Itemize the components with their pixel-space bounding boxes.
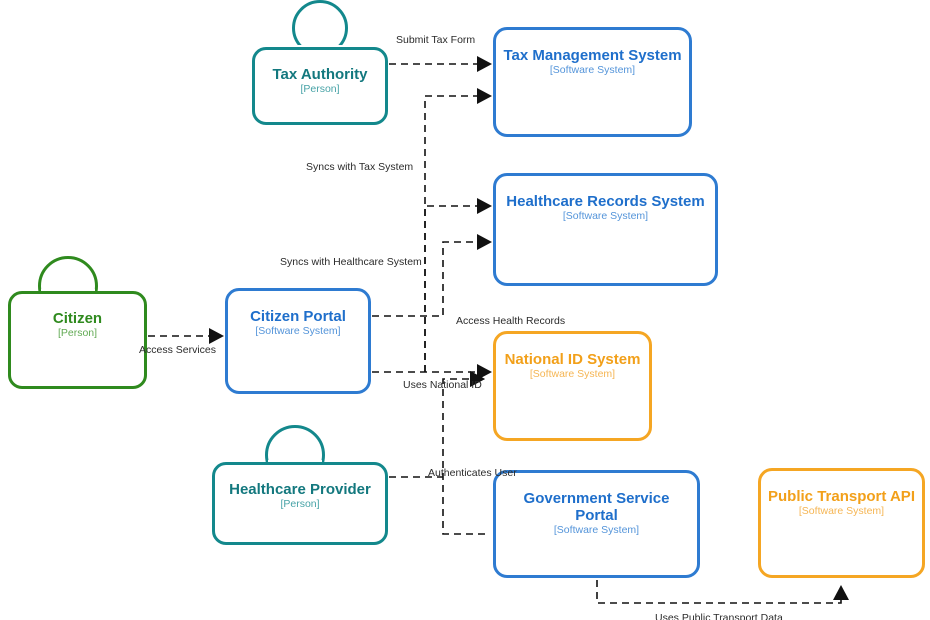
node-type-label: [Person]	[280, 498, 320, 510]
node-public-transport-api[interactable]: Public Transport API[Software System]	[758, 468, 925, 578]
edge-label-authenticates-user: Authenticates User	[428, 467, 517, 479]
edge-line-uses-public-transport-data	[596, 580, 842, 604]
edge-label-syncs-with-healthcare-system: Syncs with Healthcare System	[280, 256, 422, 268]
edge-label-access-services: Access Services	[139, 344, 217, 356]
node-type-label: [Software System]	[529, 368, 616, 380]
edge-label-uses-public-transport-data: Uses Public Transport Data	[655, 612, 783, 620]
node-title: Tax Management System	[503, 47, 682, 64]
node-title: Citizen Portal	[250, 308, 346, 325]
edge-arrowhead-submit-tax-form	[477, 56, 492, 72]
node-healthcare-provider[interactable]: Healthcare Provider[Person]	[212, 462, 388, 545]
node-title: Healthcare Provider	[229, 481, 371, 498]
node-healthcare-records-system[interactable]: Healthcare Records System[Software Syste…	[493, 173, 718, 286]
node-title: National ID System	[504, 351, 641, 368]
node-title: Public Transport API	[768, 488, 915, 505]
edge-arrowhead-syncs-with-tax-system	[477, 88, 492, 104]
edge-arrowhead-access-services	[209, 328, 224, 344]
node-type-label: [Software System]	[553, 524, 640, 536]
node-type-label: [Person]	[57, 327, 98, 339]
edge-label-syncs-with-tax-system: Syncs with Tax System	[306, 161, 414, 173]
node-citizen-portal[interactable]: Citizen Portal[Software System]	[225, 288, 371, 394]
edge-line-syncs-with-healthcare-system	[424, 205, 485, 372]
edge-arrowhead-access-health-records	[477, 234, 492, 250]
node-type-label: [Person]	[300, 83, 340, 95]
node-type-label: [Software System]	[798, 505, 885, 517]
edge-label-submit-tax-form: Submit Tax Form	[396, 34, 476, 46]
edge-arrowhead-uses-national-id	[477, 364, 492, 380]
node-citizen[interactable]: Citizen[Person]	[8, 291, 147, 389]
node-title: Government Service Portal	[523, 490, 670, 524]
edge-arrowhead-syncs-with-healthcare-system	[477, 198, 492, 214]
edge-line-access-health-records	[372, 241, 485, 317]
node-national-id-system[interactable]: National ID System[Software System]	[493, 331, 652, 441]
edge-line-syncs-with-tax-system	[424, 95, 485, 372]
node-tax-management-system[interactable]: Tax Management System[Software System]	[493, 27, 692, 137]
edge-label-access-health-records: Access Health Records	[456, 315, 566, 327]
edge-line-gov-portal-to-national-id	[442, 378, 485, 535]
node-tax-authority[interactable]: Tax Authority[Person]	[252, 47, 388, 125]
edge-arrowhead-gov-portal-to-national-id	[470, 371, 485, 387]
node-government-service-portal[interactable]: Government Service Portal[Software Syste…	[493, 470, 700, 578]
edge-label-uses-national-id: Uses National ID	[403, 379, 482, 391]
node-title: Healthcare Records System	[506, 193, 705, 210]
node-type-label: [Software System]	[549, 64, 636, 76]
node-type-label: [Software System]	[255, 325, 341, 337]
edge-arrowhead-uses-public-transport-data	[833, 585, 849, 600]
node-type-label: [Software System]	[562, 210, 649, 222]
node-title: Citizen	[52, 310, 103, 327]
node-title: Tax Authority	[272, 66, 368, 83]
